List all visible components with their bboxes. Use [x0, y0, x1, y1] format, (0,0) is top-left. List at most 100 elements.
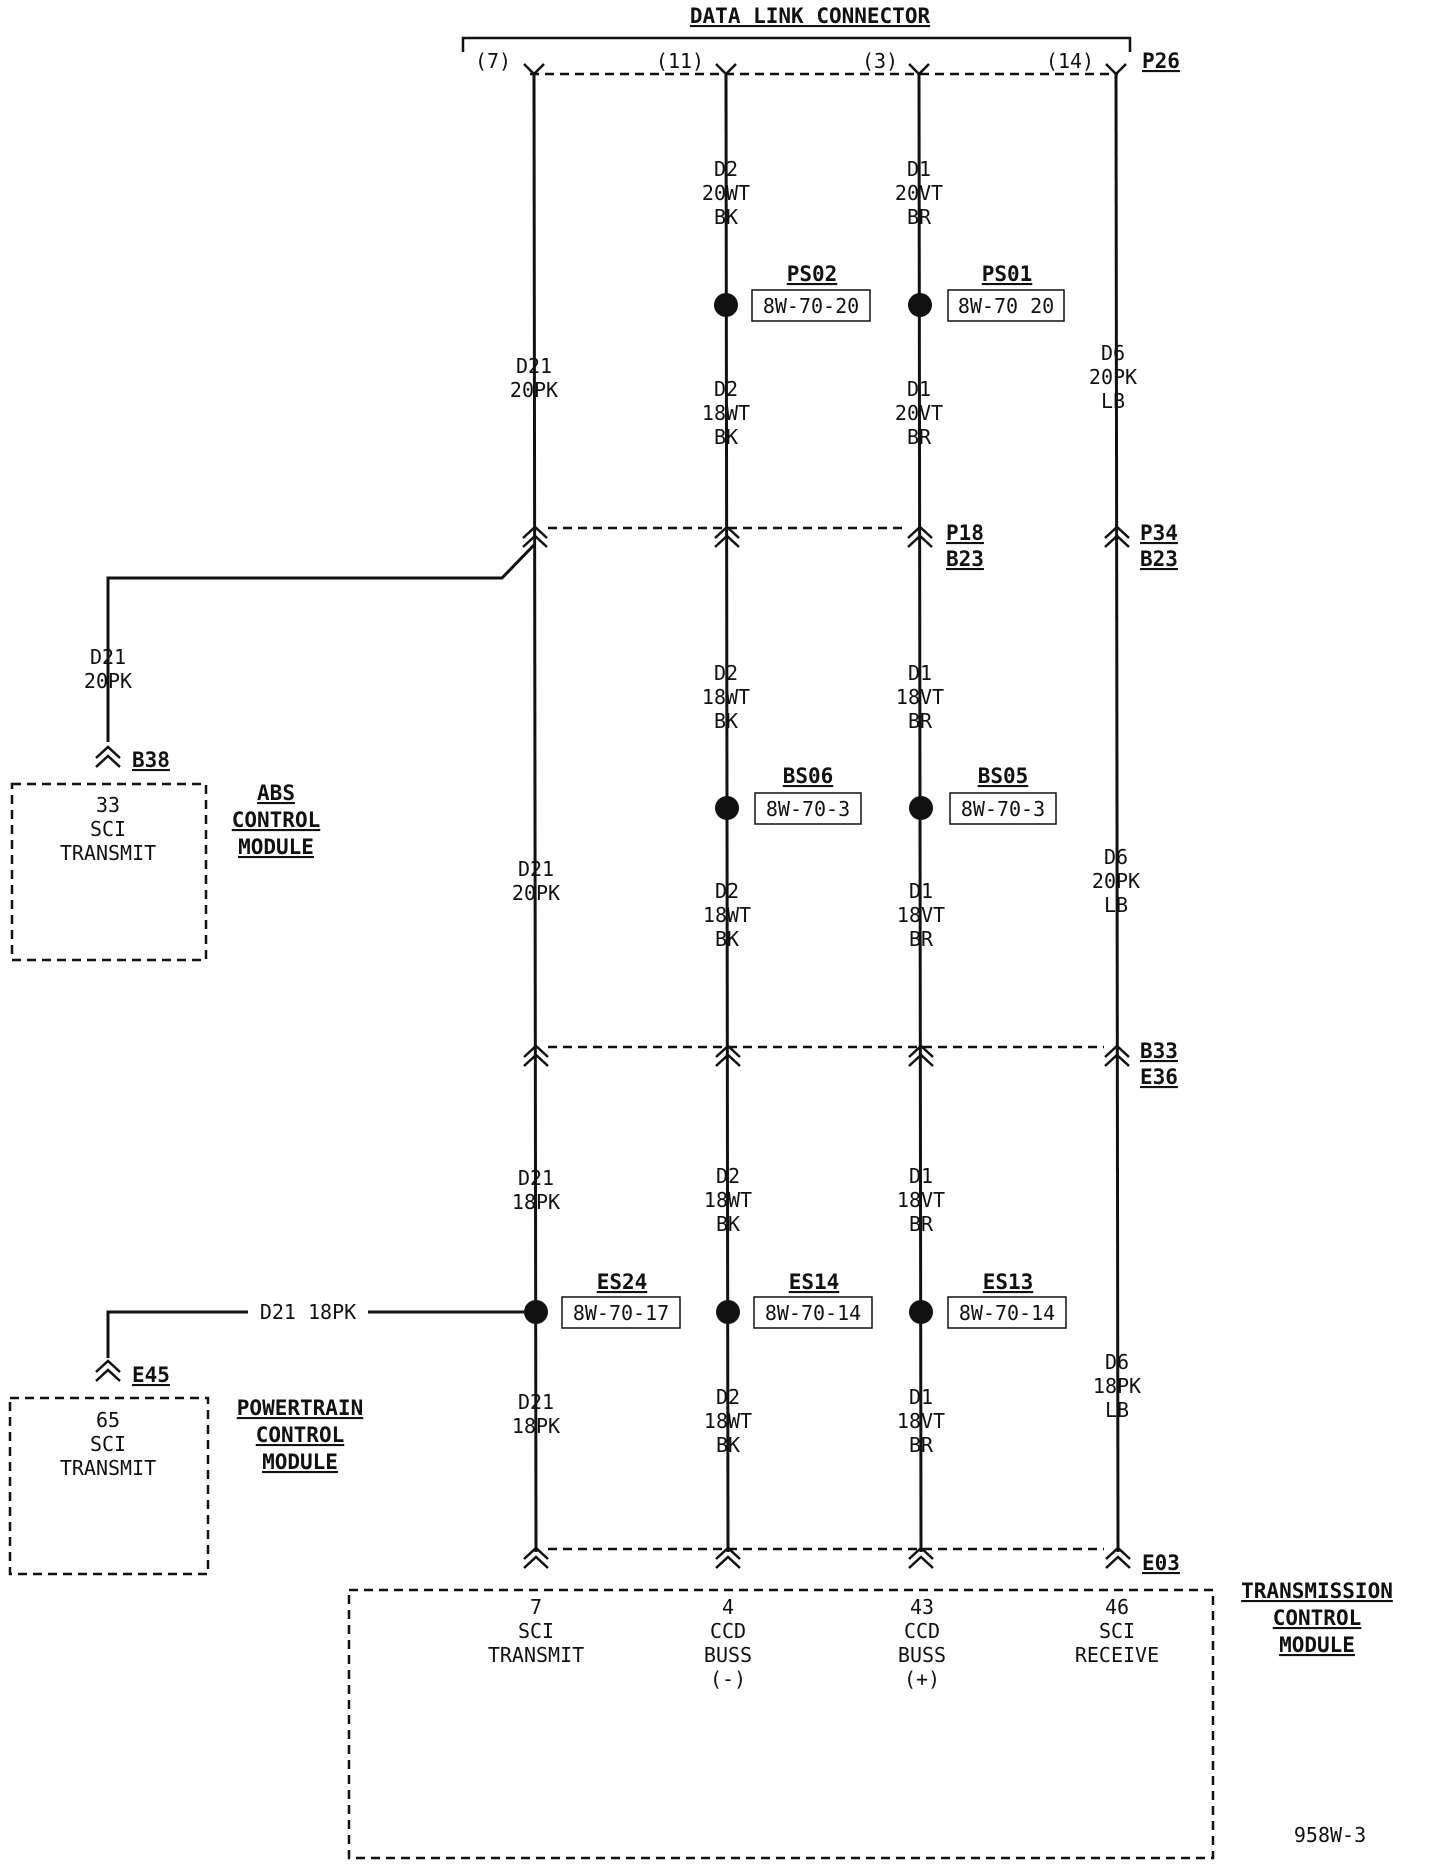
splice-ps02-refbox [751, 289, 871, 322]
splice-bs06 [715, 796, 739, 820]
connector-e03-terminals [523, 1546, 1131, 1569]
connector-b33: B33 [1140, 1039, 1178, 1063]
connector-p34: P34 [1140, 521, 1178, 545]
svg-text:SCI: SCI [90, 817, 126, 841]
svg-text:D6: D6 [1101, 341, 1125, 365]
svg-text:SCI: SCI [1099, 1619, 1135, 1643]
dlc-bracket [461, 36, 1132, 52]
splice-ps02-label: PS02 [787, 262, 838, 286]
svg-text:18WT: 18WT [703, 903, 751, 927]
splice-ps01-refbox [947, 289, 1065, 322]
dlc-pin-14: (14) [1046, 49, 1094, 73]
wire-label-c4-r2: D6 20PK LB [1089, 341, 1137, 413]
svg-text:BK: BK [714, 205, 738, 229]
transmission-control-module-box [347, 1588, 1215, 1860]
wire-label-c2-r1: D2 20WT BK [702, 157, 750, 229]
svg-text:D6: D6 [1104, 845, 1128, 869]
wire-d21-pcm-branch [106, 1310, 524, 1358]
wire-label-c2-r4: D2 18WT BK [703, 879, 751, 951]
wire-label-c3-r6: D1 18VT BR [897, 1385, 945, 1457]
dlc-pin-7: (7) [475, 49, 511, 73]
svg-text:18VT: 18VT [897, 1188, 945, 1212]
connector-p18-terminals [522, 525, 933, 548]
svg-text:RECEIVE: RECEIVE [1075, 1643, 1159, 1667]
splice-es14-ref: 8W-70-14 [765, 1301, 861, 1325]
svg-text:D21: D21 [90, 645, 126, 669]
svg-text:D2: D2 [716, 1385, 740, 1409]
wire-label-c2-r3: D2 18WT BK [702, 661, 750, 733]
wire-label-abs: D21 20PK [84, 645, 132, 693]
wire-label-c2-r6: D2 18WT BK [704, 1385, 752, 1457]
wire-label-c1-r5: D21 18PK [512, 1166, 560, 1214]
svg-text:SCI: SCI [90, 1432, 126, 1456]
splice-ps01 [908, 293, 932, 317]
svg-text:18PK: 18PK [512, 1414, 560, 1438]
svg-text:BUSS: BUSS [898, 1643, 946, 1667]
svg-text:CONTROL: CONTROL [232, 808, 321, 832]
powertrain-control-module-title: POWERTRAIN CONTROL MODULE [237, 1396, 363, 1474]
transmission-control-module-title: TRANSMISSION CONTROL MODULE [1241, 1579, 1393, 1657]
svg-text:BR: BR [908, 709, 933, 733]
tcm-pin-46: 46 SCI RECEIVE [1075, 1595, 1159, 1667]
splice-bs06-refbox [754, 792, 862, 825]
svg-text:LB: LB [1101, 389, 1125, 413]
terminal-7 [523, 63, 545, 76]
splice-es24-ref: 8W-70-17 [573, 1301, 669, 1325]
splice-es14 [716, 1300, 740, 1324]
svg-text:CONTROL: CONTROL [256, 1423, 345, 1447]
splice-ps01-label: PS01 [982, 262, 1033, 286]
wire-label-c3-r4: D1 18VT BR [897, 879, 945, 951]
connector-p18: P18 [946, 521, 984, 545]
svg-text:18VT: 18VT [897, 1409, 945, 1433]
terminal-3 [908, 63, 930, 76]
svg-text:46: 46 [1105, 1595, 1129, 1619]
splice-bs05-ref: 8W-70-3 [961, 797, 1045, 821]
wire-label-c1-r2: D21 20PK [510, 354, 558, 402]
splice-es13-label: ES13 [983, 1270, 1034, 1294]
terminal-11 [715, 63, 737, 76]
abs-control-module-box [10, 782, 208, 962]
tcm-pin-7: 7 SCI TRANSMIT [488, 1595, 584, 1667]
svg-text:20PK: 20PK [510, 378, 558, 402]
svg-text:LB: LB [1105, 1398, 1129, 1422]
svg-text:BK: BK [714, 709, 738, 733]
splice-bs05-label: BS05 [978, 764, 1029, 788]
splice-ps01-ref: 8W-70 20 [958, 294, 1054, 318]
svg-text:BK: BK [716, 1433, 740, 1457]
svg-text:SCI: SCI [518, 1619, 554, 1643]
svg-text:CCD: CCD [710, 1619, 746, 1643]
svg-text:TRANSMIT: TRANSMIT [488, 1643, 584, 1667]
pcm-wire-label-bg [248, 1298, 368, 1324]
wire-label-c1-r6: D21 18PK [512, 1390, 560, 1438]
svg-text:D2: D2 [714, 157, 738, 181]
svg-text:20WT: 20WT [702, 181, 750, 205]
splice-es14-refbox [753, 1296, 873, 1329]
svg-text:18WT: 18WT [704, 1188, 752, 1212]
svg-text:D2: D2 [715, 879, 739, 903]
splice-es24-refbox [561, 1296, 681, 1329]
connector-p34-terminal [1104, 525, 1130, 548]
splice-es13-refbox [947, 1296, 1067, 1329]
connector-p26: P26 [1142, 49, 1180, 73]
svg-text:D2: D2 [714, 377, 738, 401]
svg-text:D2: D2 [716, 1164, 740, 1188]
dlc-title: DATA LINK CONNECTOR [690, 4, 931, 28]
svg-text:BR: BR [907, 425, 932, 449]
splice-ps02 [714, 293, 738, 317]
splice-es13 [909, 1300, 933, 1324]
svg-text:4: 4 [722, 1595, 734, 1619]
pcm-pin-65: 65 SCI TRANSMIT [60, 1408, 156, 1480]
svg-text:18VT: 18VT [897, 903, 945, 927]
svg-text:D1: D1 [909, 1164, 933, 1188]
svg-text:TRANSMIT: TRANSMIT [60, 841, 156, 865]
svg-text:D2: D2 [714, 661, 738, 685]
dlc-pin-11: (11) [656, 49, 704, 73]
svg-text:ABS: ABS [257, 781, 295, 805]
svg-text:D1: D1 [907, 377, 931, 401]
svg-text:MODULE: MODULE [238, 835, 314, 859]
svg-text:18PK: 18PK [1093, 1374, 1141, 1398]
connector-b23-b: B23 [1140, 547, 1178, 571]
svg-text:D21: D21 [516, 354, 552, 378]
wire-d6 [1114, 73, 1120, 1553]
svg-text:20PK: 20PK [1092, 869, 1140, 893]
